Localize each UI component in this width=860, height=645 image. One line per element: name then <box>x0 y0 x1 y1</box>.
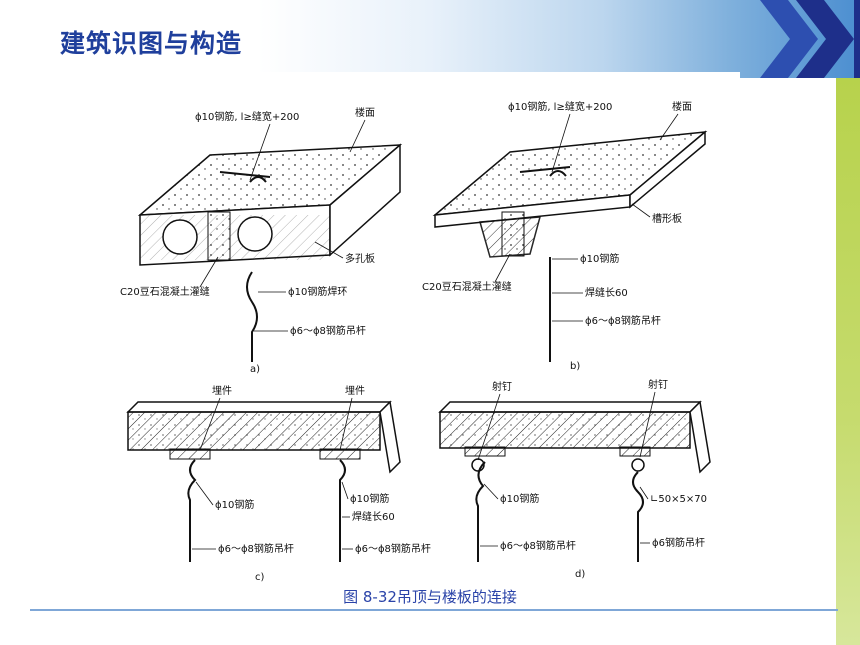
b-weld-label: 焊缝长60 <box>585 286 628 299</box>
diagram-a <box>137 143 403 362</box>
c-weld-label: 焊缝长60 <box>352 510 395 523</box>
d-rebar-label: ϕ10钢筋 <box>500 492 539 505</box>
c-rebar2-label: ϕ10钢筋 <box>350 492 389 505</box>
b-rebar-top-label: ϕ10钢筋, l≥缝宽+200 <box>508 100 612 113</box>
chevron-arrow-icon <box>760 0 860 78</box>
right-accent-bar <box>836 78 860 645</box>
a-ring-label: ϕ10钢筋焊环 <box>288 285 347 298</box>
a-sub-label: a) <box>250 364 260 375</box>
d-sub-label: d) <box>575 569 585 580</box>
b-sub-label: b) <box>570 361 580 372</box>
c-embed1-label: 埋件 <box>212 385 232 397</box>
diagram-figure: ϕ10钢筋, l≥缝宽+200 楼面 多孔板 C20豆石混凝土灌缝 ϕ10钢筋焊… <box>100 72 740 583</box>
diagram-b <box>432 130 708 362</box>
d-hanger2-label: ϕ6钢筋吊杆 <box>652 536 705 549</box>
c-hanger1-label: ϕ6～ϕ8钢筋吊杆 <box>218 542 294 555</box>
d-nail2-label: 射钉 <box>648 379 668 391</box>
a-joint-label: C20豆石混凝土灌缝 <box>120 285 210 298</box>
b-hanger-label: ϕ6～ϕ8钢筋吊杆 <box>585 314 661 327</box>
figure-caption: 图 8-32吊顶与楼板的连接 <box>343 588 517 606</box>
c-rebar-label: ϕ10钢筋 <box>215 498 254 511</box>
ceiling-connection-diagram: ϕ10钢筋, l≥缝宽+200 楼面 多孔板 C20豆石混凝土灌缝 ϕ10钢筋焊… <box>120 100 711 583</box>
c-embed2-label: 埋件 <box>345 385 365 397</box>
b-rebar-label: ϕ10钢筋 <box>580 252 619 265</box>
b-slab-label: 槽形板 <box>652 212 682 225</box>
d-hanger1-label: ϕ6～ϕ8钢筋吊杆 <box>500 539 576 552</box>
bottom-divider <box>30 609 838 611</box>
a-floor-label: 楼面 <box>355 106 375 119</box>
b-joint-label: C20豆石混凝土灌缝 <box>422 280 512 293</box>
page-title: 建筑识图与构造 <box>60 29 243 58</box>
d-angle-label: ∟50×5×70 <box>650 494 707 505</box>
c-sub-label: c) <box>255 572 264 582</box>
b-floor-label: 楼面 <box>672 100 692 113</box>
a-rebar-top-label: ϕ10钢筋, l≥缝宽+200 <box>195 110 299 123</box>
c-hanger2-label: ϕ6～ϕ8钢筋吊杆 <box>355 542 431 555</box>
d-nail1-label: 射钉 <box>492 381 512 393</box>
diagram-d <box>438 400 711 562</box>
diagram-c <box>126 400 401 562</box>
header-band <box>0 0 860 78</box>
a-slab-label: 多孔板 <box>345 252 375 265</box>
a-hanger-label: ϕ6～ϕ8钢筋吊杆 <box>290 324 366 337</box>
